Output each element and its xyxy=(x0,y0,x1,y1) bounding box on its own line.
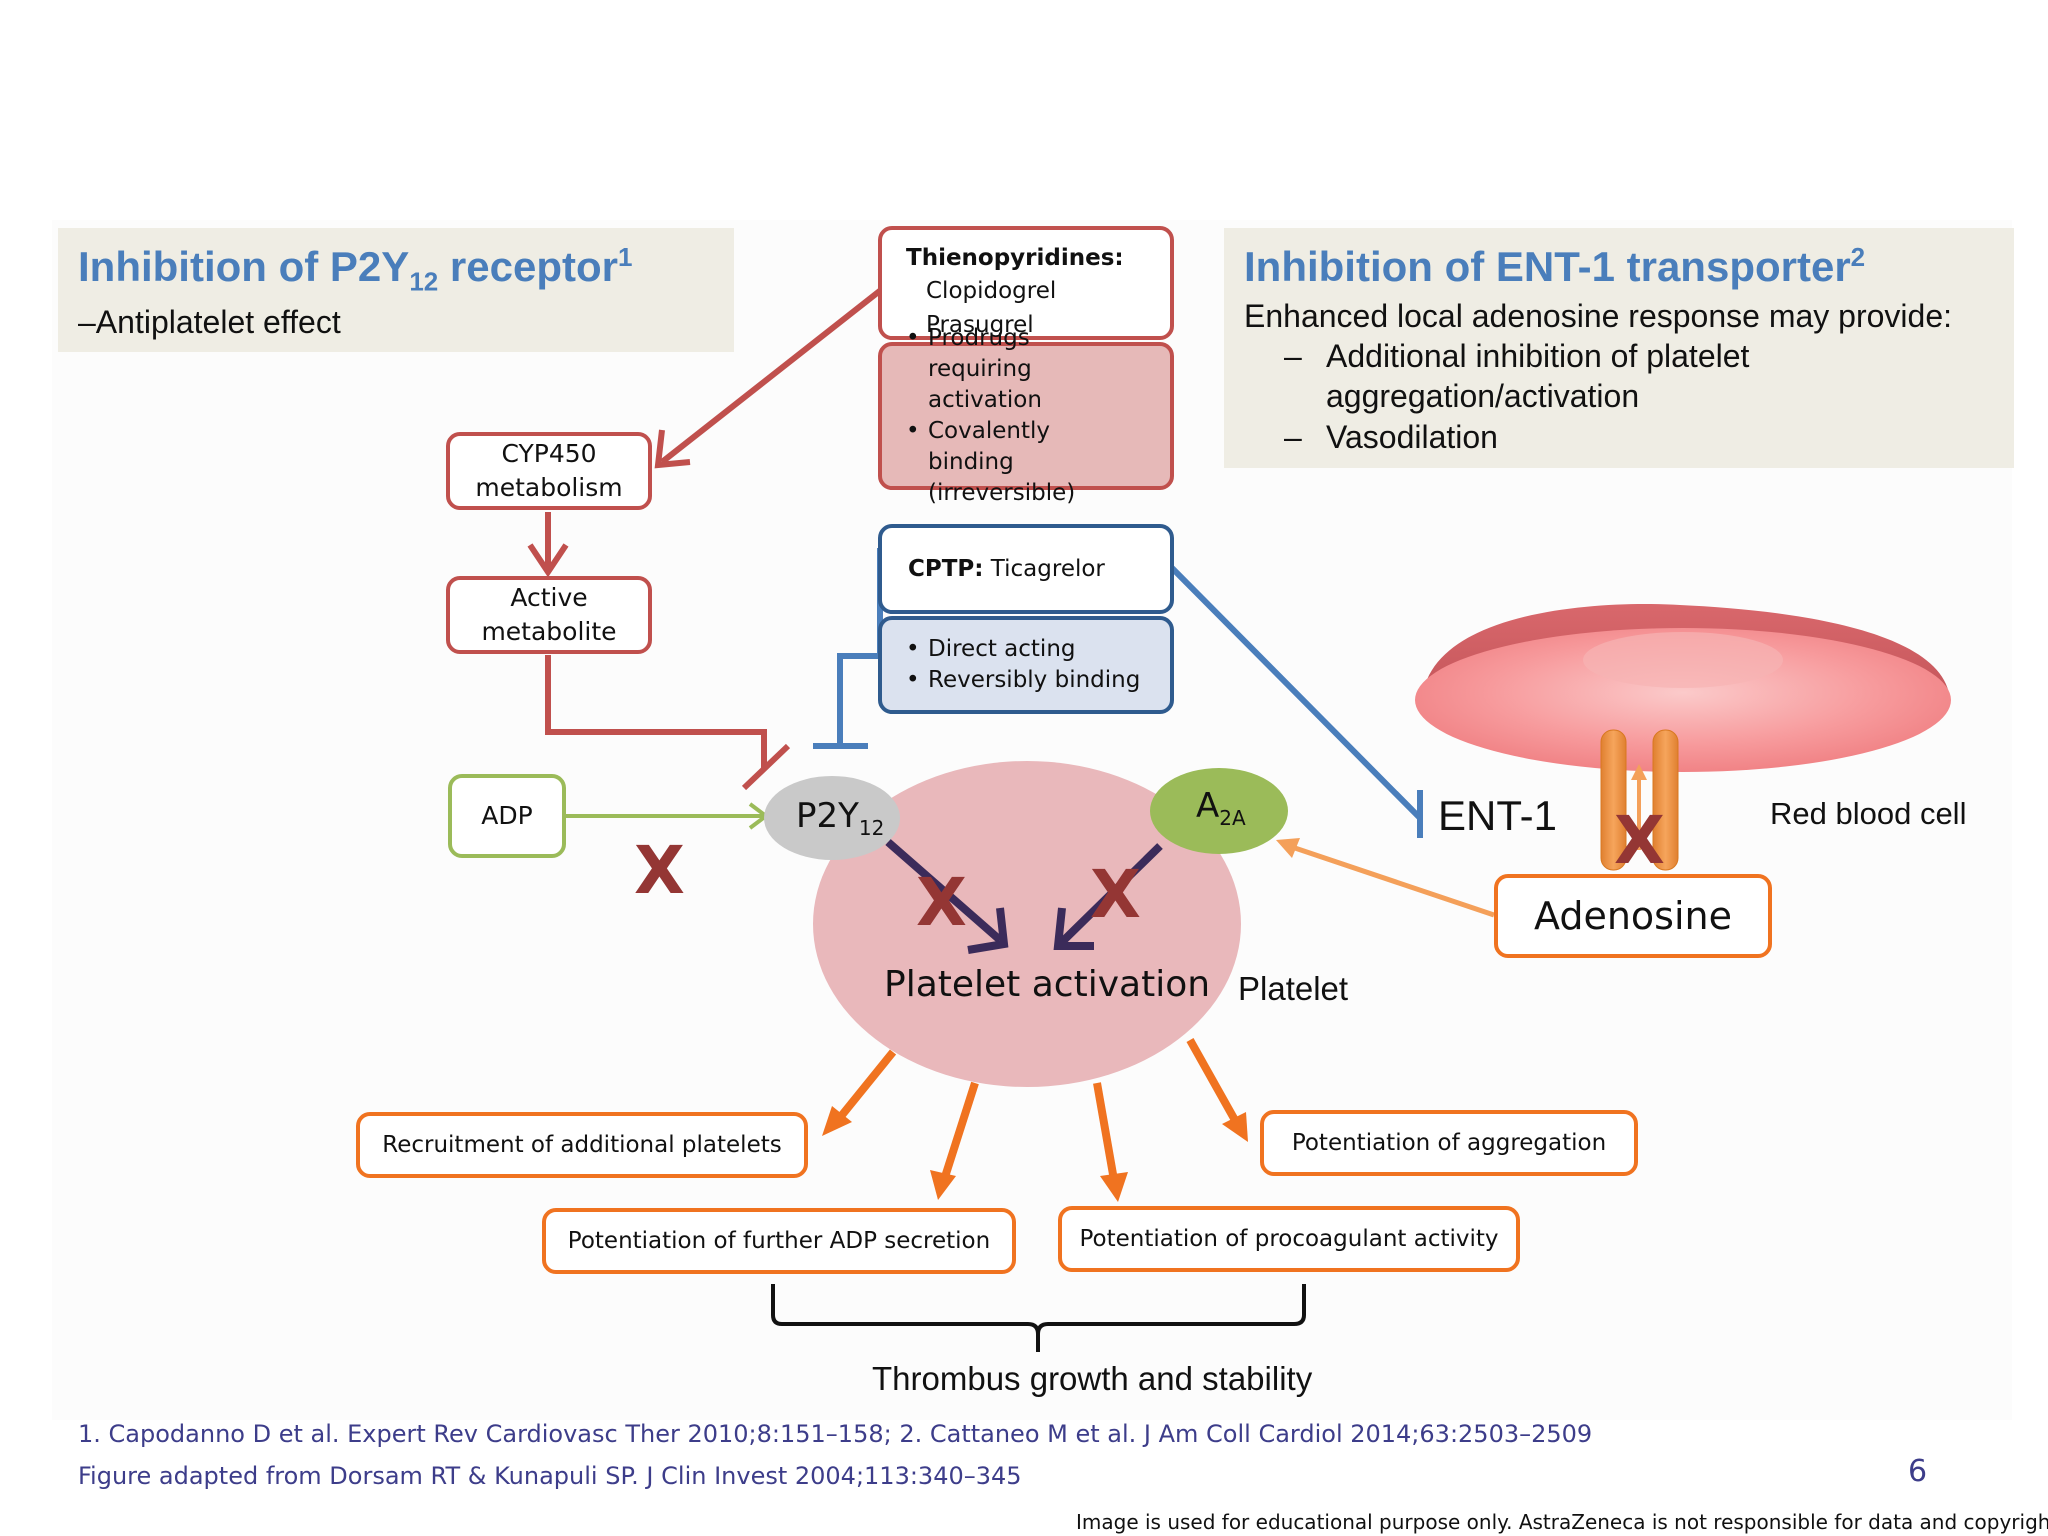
reference-line-2: Figure adapted from Dorsam RT & Kunapuli… xyxy=(78,1462,1022,1490)
property-reversible: Reversibly binding xyxy=(906,665,1140,696)
property-covalent: Covalently binding (irreversible) xyxy=(906,416,1138,509)
platelet-activation-label: Platelet activation xyxy=(884,964,1211,1005)
p2y12-subscript: 12 xyxy=(858,815,885,840)
thienopyridines-properties-box: Prodrugs requiring activation Covalently… xyxy=(878,323,1174,506)
a2a-main: A xyxy=(1196,786,1220,826)
active-metabolite-box: Active metabolite xyxy=(446,576,652,654)
platelet-body xyxy=(813,761,1241,1087)
adp-to-p2y12-arrow xyxy=(566,802,770,830)
title-subscript: 12 xyxy=(409,266,439,297)
thrombus-brace xyxy=(771,1284,1306,1352)
a2a-receptor: A2A xyxy=(1150,768,1288,854)
title-reference-superscript: 1 xyxy=(617,242,633,272)
p2y12-inhibition-panel: Inhibition of P2Y12 receptor1 –Antiplate… xyxy=(58,228,734,352)
page-number: 6 xyxy=(1908,1454,1928,1489)
reference-line-1: 1. Capodanno D et al. Expert Rev Cardiov… xyxy=(78,1420,1593,1448)
outcome-adp-secretion-box: Potentiation of further ADP secretion xyxy=(542,1208,1016,1274)
ent1-transporter-icon xyxy=(1600,729,1679,871)
disclaimer-text: Image is used for educational purpose on… xyxy=(1076,1510,2048,1534)
ent1-label: ENT-1 xyxy=(1438,792,1558,839)
title-reference-superscript: 2 xyxy=(1850,242,1866,272)
a2a-label: A2A xyxy=(1196,786,1246,830)
title-text: Inhibition of P2Y xyxy=(78,243,410,290)
cptp-box: CPTP: Ticagrelor xyxy=(878,524,1174,614)
cyp450-metabolism-box: CYP450 metabolism xyxy=(446,432,652,510)
adp-blocked-x-mark: X xyxy=(634,832,685,909)
adenosine-box: Adenosine xyxy=(1494,874,1772,958)
drug-ticagrelor: Ticagrelor xyxy=(983,556,1105,582)
p2y12-label: P2Y12 xyxy=(796,796,884,840)
cptp-properties-box: Direct acting Reversibly binding xyxy=(878,616,1174,714)
outcome-recruitment-box: Recruitment of additional platelets xyxy=(356,1112,808,1178)
thienopyridine-metabolism-arrows xyxy=(527,283,888,791)
thienopyridines-heading: Thienopyridines: xyxy=(906,245,1124,271)
property-direct-acting: Direct acting xyxy=(906,634,1140,665)
ent1-panel-title: Inhibition of ENT-1 transporter2 xyxy=(1244,242,1865,291)
a2a-subscript: 2A xyxy=(1219,805,1246,830)
p2y12-main: P2Y xyxy=(796,796,859,836)
red-blood-cell-illustration xyxy=(1415,603,1951,772)
outcome-aggregation-box: Potentiation of aggregation xyxy=(1260,1110,1638,1176)
thrombus-growth-label: Thrombus growth and stability xyxy=(872,1360,1313,1397)
platelet-outcome-arrows xyxy=(822,1038,1248,1202)
red-blood-cell-label: Red blood cell xyxy=(1770,796,1967,831)
p2y12-blocked-x-mark: X xyxy=(916,864,967,941)
ent1-inhibition-panel: Inhibition of ENT-1 transporter2 Enhance… xyxy=(1224,228,2014,468)
ent1-panel-line1: Enhanced local adenosine response may pr… xyxy=(1244,298,1953,334)
platelet-label: Platelet xyxy=(1238,970,1349,1007)
p2y12-panel-subtitle: –Antiplatelet effect xyxy=(78,304,341,340)
bullet-dash: – xyxy=(1284,338,1302,374)
bullet-dash: – xyxy=(1284,419,1302,455)
property-prodrug: Prodrugs requiring activation xyxy=(906,323,1138,416)
cptp-label: CPTP: Ticagrelor xyxy=(882,553,1105,585)
title-text: Inhibition of ENT-1 transporter xyxy=(1244,243,1851,290)
ent1-blocked-x-mark: X xyxy=(1614,802,1665,879)
receptor-activation-arrows xyxy=(885,838,1163,954)
ent1-bullet-1b: aggregation/activation xyxy=(1326,378,1640,414)
ent1-bullet-2: Vasodilation xyxy=(1326,419,1498,455)
a2a-blocked-x-mark: X xyxy=(1090,856,1141,933)
p2y12-panel-title: Inhibition of P2Y12 receptor1 xyxy=(78,242,632,297)
outcome-procoagulant-box: Potentiation of procoagulant activity xyxy=(1058,1206,1520,1272)
title-text-rest: receptor xyxy=(438,243,618,290)
drug-clopidogrel: Clopidogrel xyxy=(926,278,1057,304)
p2y12-receptor: P2Y12 xyxy=(764,776,900,860)
adp-box: ADP xyxy=(448,774,566,858)
ent1-bullet-1a: Additional inhibition of platelet xyxy=(1326,338,1750,374)
cptp-heading: CPTP: xyxy=(908,556,984,582)
adenosine-to-a2a-arrow xyxy=(1276,838,1495,918)
